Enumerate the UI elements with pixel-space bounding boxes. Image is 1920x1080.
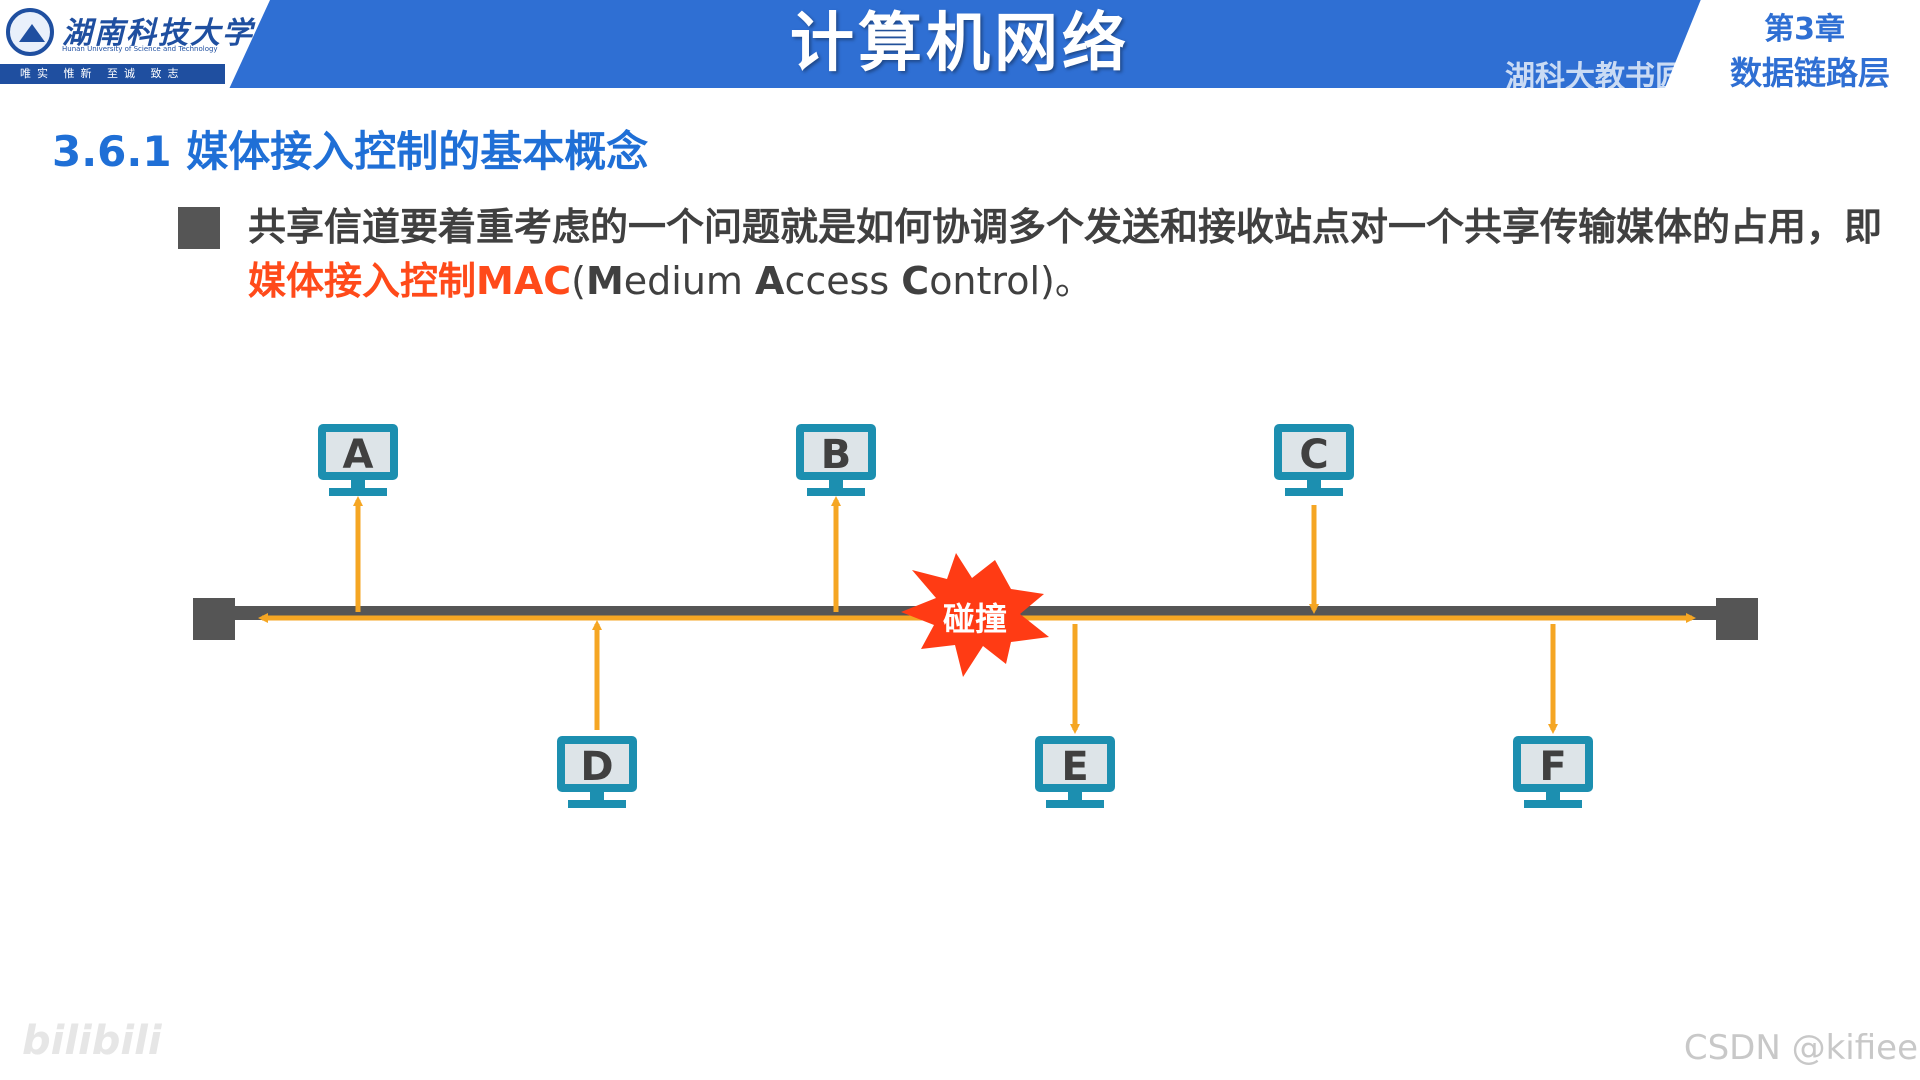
monitor-neck	[1068, 792, 1082, 800]
word-edium: edium	[623, 259, 756, 303]
monitor-screen	[1282, 432, 1346, 472]
station-b: B	[796, 424, 876, 496]
chapter-number: 第3章	[1764, 12, 1845, 47]
word-ontrol: ontrol	[929, 259, 1041, 303]
paren-open: (	[571, 259, 586, 303]
station-label: A	[343, 432, 374, 478]
station-d: D	[557, 736, 637, 808]
chapter-area: 第3章 数据链路层	[1665, 0, 1920, 88]
bus-terminator-left	[193, 598, 235, 640]
monitor-neck	[590, 792, 604, 800]
monitor-screen	[1521, 744, 1585, 784]
monitor-neck	[829, 480, 843, 488]
bullet-text-main: 共享信道要着重考虑的一个问题就是如何协调多个发送和接收站点对一个共享传输媒体的占…	[248, 205, 1883, 249]
letter-c: C	[901, 259, 930, 303]
bullet-text: 共享信道要着重考虑的一个问题就是如何协调多个发送和接收站点对一个共享传输媒体的占…	[248, 200, 1888, 308]
university-name: 湖南科技大学	[62, 16, 254, 51]
csdn-watermark: CSDN @kifiee	[1683, 1028, 1918, 1068]
station-label: F	[1539, 744, 1566, 790]
letter-m: M	[585, 259, 624, 303]
letter-a: A	[755, 259, 785, 303]
overlay-watermark: 湖科大教书匠	[1505, 60, 1685, 95]
word-ccess: ccess	[784, 259, 902, 303]
collision-burst-icon	[901, 553, 1049, 677]
monitor-screen	[1043, 744, 1107, 784]
bus-terminator-right	[1716, 598, 1758, 640]
bilibili-watermark: bilibili	[22, 1018, 162, 1064]
monitor-base	[1046, 800, 1104, 808]
university-motto: 唯实 惟新 至诚 致志	[0, 64, 225, 84]
monitor-base	[568, 800, 626, 808]
monitor-neck	[351, 480, 365, 488]
monitor-screen	[804, 432, 868, 472]
station-a: A	[318, 424, 398, 496]
header-bar	[0, 0, 1920, 88]
station-label: D	[580, 744, 613, 790]
mac-english: (Medium Access Control)。	[571, 259, 1093, 303]
mac-highlight: 媒体接入控制MAC	[248, 259, 572, 303]
monitor-base	[1285, 488, 1343, 496]
station-label: E	[1061, 744, 1088, 790]
monitor-neck	[1307, 480, 1321, 488]
station-c: C	[1274, 424, 1354, 496]
station-e: E	[1035, 736, 1115, 808]
monitor-base	[1524, 800, 1582, 808]
section-title: 3.6.1 媒体接入控制的基本概念	[52, 127, 649, 176]
chapter-name: 数据链路层	[1729, 54, 1890, 92]
bullet-square-icon	[178, 207, 220, 249]
university-logo-area: 湖南科技大学 Hunan University of Science and T…	[0, 0, 270, 88]
collision-burst: 碰撞	[901, 553, 1049, 677]
university-english-name: Hunan University of Science and Technolo…	[62, 45, 218, 53]
monitor-screen	[326, 432, 390, 472]
monitor-neck	[1546, 792, 1560, 800]
paren-close: )。	[1040, 259, 1093, 303]
monitor-screen	[565, 744, 629, 784]
station-label: B	[821, 432, 852, 478]
monitor-base	[329, 488, 387, 496]
station-f: F	[1513, 736, 1593, 808]
monitor-base	[807, 488, 865, 496]
station-label: C	[1299, 432, 1328, 478]
university-emblem-icon	[6, 8, 54, 56]
collision-label: 碰撞	[943, 600, 1007, 638]
